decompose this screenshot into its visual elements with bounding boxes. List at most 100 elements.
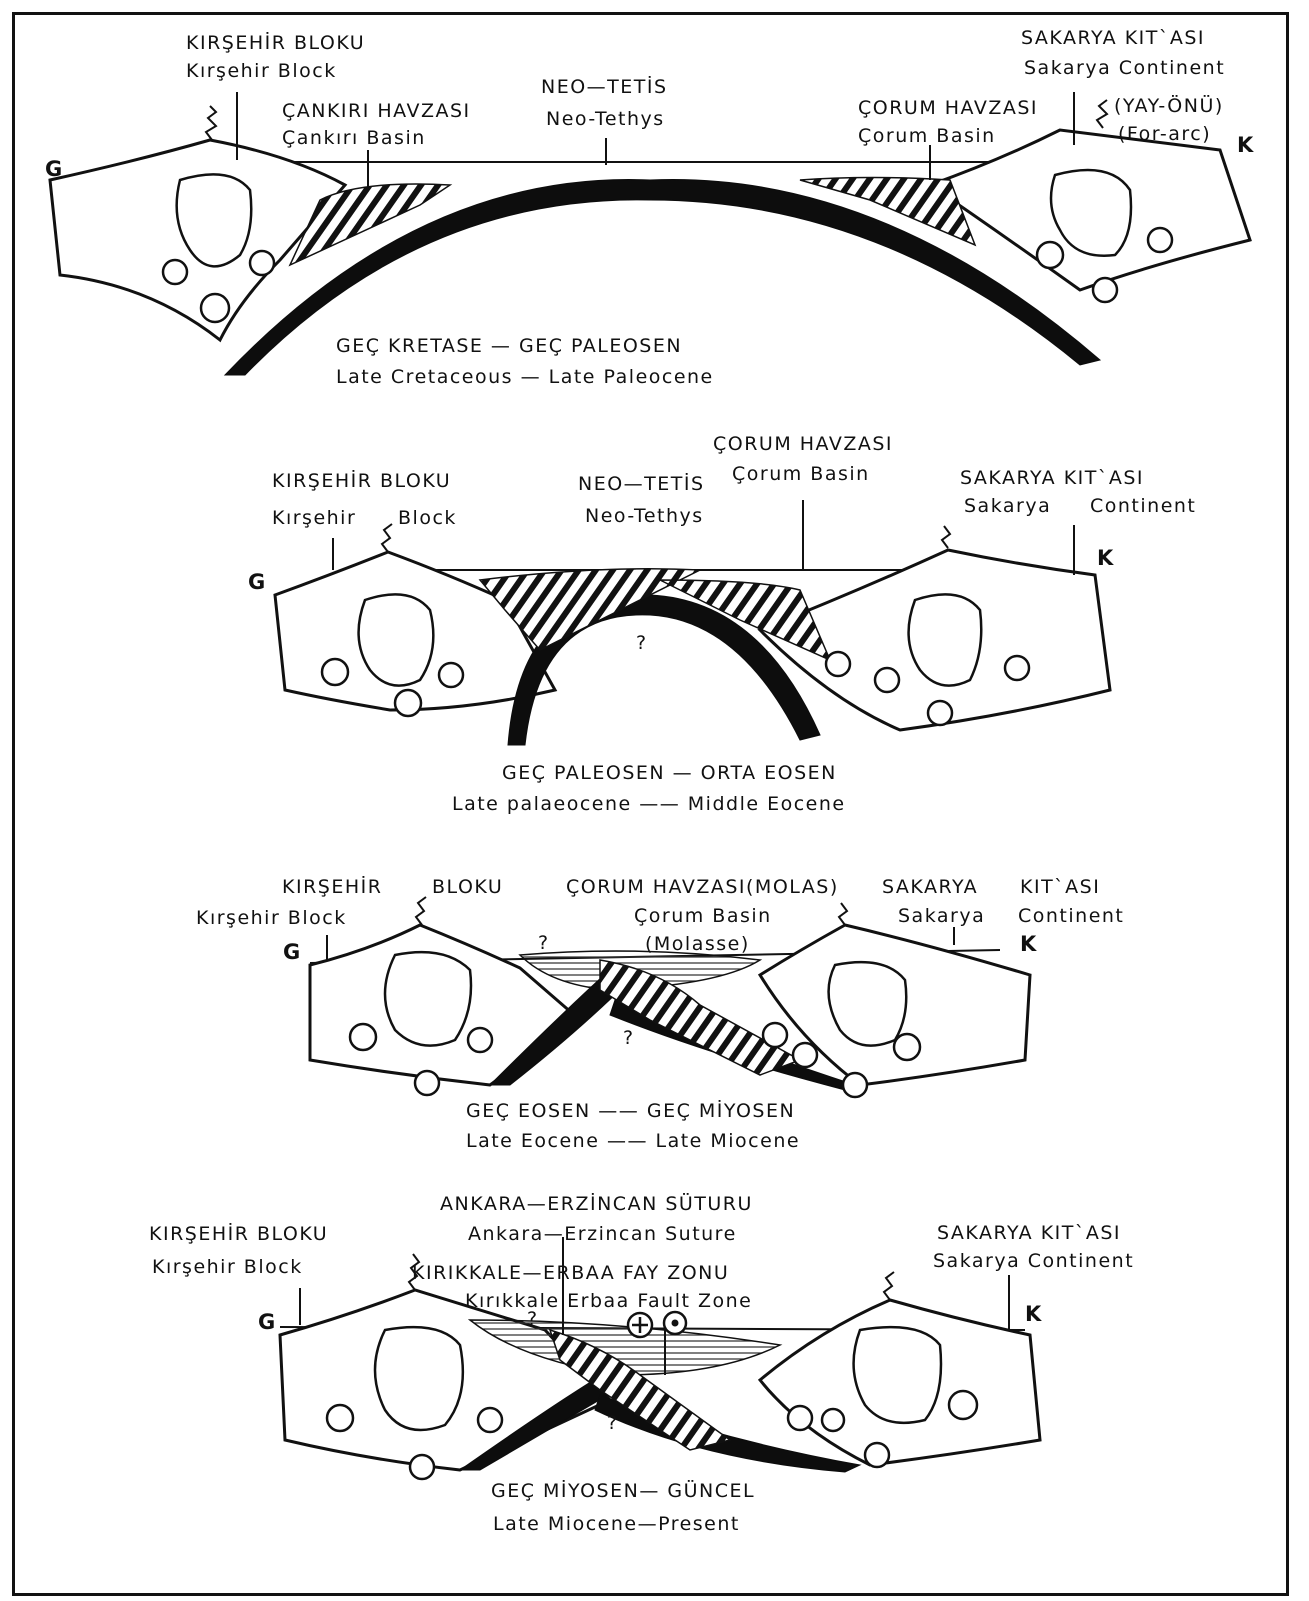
kirsehir-block-label-en: Kırşehir Block [152,1256,303,1278]
age-label-tr: GEÇ MİYOSEN— GÜNCEL [491,1480,755,1502]
west-direction-label: G [248,570,265,594]
kirsehir-block-label-tr: KIRŞEHİR BLOKU [272,470,451,492]
sakarya-continent-label-en: Continent [1090,495,1196,517]
kirsehir-block-label-en: Block [398,507,457,529]
pluton-small [439,663,463,687]
sakarya-continent-label-tr: KIT`ASI [1020,876,1100,898]
neotethys-label-tr: NEO—TETİS [578,473,705,495]
corum-basin-label-en: Çorum Basin [634,905,772,927]
cankiri-basin-label-tr: ÇANKIRI HAVZASI [282,100,471,122]
sakarya-continent-label-en: Sakarya Continent [1024,57,1225,79]
sakarya-continent-label-en: Sakarya Continent [933,1250,1134,1272]
pluton-small [949,1391,977,1419]
volcanic-feeder [884,1272,894,1300]
neotethys-label-en: Neo-Tethys [546,108,665,130]
pluton-small [763,1023,787,1047]
pluton-small [415,1071,439,1095]
pluton-small [843,1073,867,1097]
volcanic-feeder [416,897,426,925]
neotethys-label-en: Neo-Tethys [585,505,704,527]
east-direction-label: K [1097,546,1113,570]
pluton-small [1148,228,1172,252]
pluton-small [350,1024,376,1050]
kirsehir-block-label-en: Kırşehir Block [186,60,337,82]
age-label-en: Late palaeocene —— Middle Eocene [452,793,846,815]
pluton-small [1005,656,1029,680]
panel-1-section [50,92,1250,375]
pluton-small [865,1443,889,1467]
pluton-small [875,668,899,692]
pluton-west-main [385,952,471,1045]
pluton-small [793,1043,817,1067]
pluton-small [788,1406,812,1430]
corum-basin-label-tr: ÇORUM HAVZASI [713,433,893,455]
sakarya-continent-label-en: Sakarya [898,905,985,927]
forearc-label-en: (For-arc) [1118,123,1211,145]
kirsehir-block-label-tr: BLOKU [432,876,503,898]
pluton-small [250,251,274,275]
age-label-en: Late Cretaceous — Late Paleocene [336,366,714,388]
corum-basin-label-tr: ÇORUM HAVZASI [858,97,1038,119]
pluton-small [410,1455,434,1479]
volcanic-feeder [942,526,950,548]
unknown-marker: ? [527,1308,539,1330]
pluton-small [1093,278,1117,302]
unknown-marker: ? [538,932,550,954]
suture-label-tr: ANKARA—ERZİNCAN SÜTURU [440,1193,753,1215]
pluton-small [395,690,421,716]
pluton-east-main [854,1327,941,1423]
corum-basin-label-en: Çorum Basin [732,463,870,485]
west-direction-label: G [258,1310,275,1334]
age-label-tr: GEÇ EOSEN —— GEÇ MİYOSEN [466,1100,795,1122]
corum-basin-label-en: Çorum Basin [858,125,996,147]
age-label-tr: GEÇ KRETASE — GEÇ PALEOSEN [336,335,682,357]
unknown-marker: ? [607,1412,619,1434]
unknown-marker: ? [636,632,648,654]
age-label-en: Late Miocene—Present [493,1513,740,1535]
unknown-marker: ? [623,1027,635,1049]
suture-label-en: Ankara—Erzincan Suture [468,1223,737,1245]
pluton-small [468,1028,492,1052]
pluton-small [201,294,229,322]
kirsehir-block-label-tr: KIRŞEHİR [282,876,382,898]
age-label-tr: GEÇ PALEOSEN — ORTA EOSEN [502,762,837,784]
panel-3-section [310,897,1030,1097]
kirsehir-block-label-tr: KIRŞEHİR BLOKU [149,1223,328,1245]
panel-2-section [275,500,1110,745]
kirsehir-block-label-en: Kırşehir [272,507,356,529]
neotethys-label-tr: NEO—TETİS [541,76,668,98]
pluton-small [327,1405,353,1431]
pluton-small [928,701,952,725]
sakarya-continent-label-tr: SAKARYA KIT`ASI [960,467,1144,489]
sakarya-continent-label-en: Continent [1018,905,1124,927]
volcanic-feeder [206,106,216,140]
molasse-label: (Molasse) [645,933,750,955]
pluton-small [478,1408,502,1432]
east-direction-label: K [1020,932,1036,956]
kirsehir-block-label-en: Kırşehir Block [196,907,347,929]
west-direction-label: G [283,940,300,964]
east-direction-label: K [1025,1302,1041,1326]
volcanic-feeder [382,524,392,552]
west-direction-label: G [45,157,62,181]
pluton-small [822,1409,844,1431]
volcanic-feeder [1097,100,1107,128]
pluton-small [894,1034,920,1060]
sakarya-continent-label-tr: SAKARYA KIT`ASI [1021,27,1205,49]
corum-basin-label-tr: ÇORUM HAVZASI(MOLAS) [566,876,839,898]
sakarya-continent-label-tr: SAKARYA [882,876,978,898]
forearc-label-tr: (YAY-ÖNÜ) [1114,95,1224,117]
sakarya-continent-label-en: Sakarya [964,495,1051,517]
sakarya-continent-label-tr: SAKARYA KIT`ASI [937,1222,1121,1244]
fault-zone-label-en: Kırıkkale Erbaa Fault Zone [465,1290,752,1312]
cankiri-basin-label-en: Çankırı Basin [282,127,426,149]
east-direction-label: K [1237,133,1253,157]
volcanic-feeder [839,903,847,925]
pluton-west-main [375,1327,463,1430]
kirsehir-block-label-tr: KIRŞEHİR BLOKU [186,32,365,54]
pluton-small [826,652,850,676]
pluton-small [163,260,187,284]
age-label-en: Late Eocene —— Late Miocene [466,1130,800,1152]
fault-zone-label-tr: KIRIKKALE—ERBAA FAY ZONU [412,1262,729,1284]
pluton-small [1037,242,1063,268]
